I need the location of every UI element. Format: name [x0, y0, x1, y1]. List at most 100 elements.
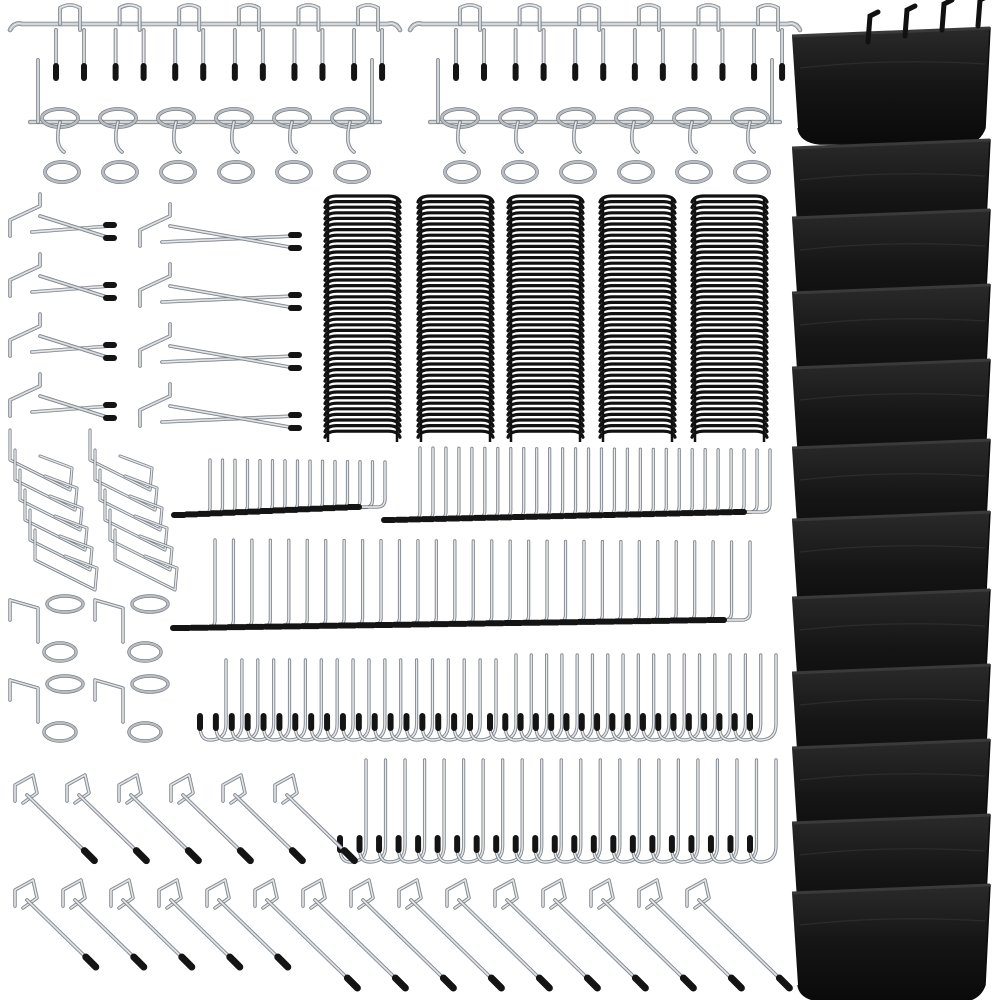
loop-stem	[345, 120, 356, 154]
bin-body	[791, 27, 991, 145]
hook-arm	[30, 344, 112, 354]
j-hook	[717, 653, 748, 742]
bin-highlight	[799, 173, 986, 181]
prong-arm	[25, 793, 93, 859]
l-hook	[201, 538, 236, 630]
prong-clip	[205, 878, 231, 910]
black-clip-stack	[323, 194, 402, 442]
l-hook	[738, 448, 772, 514]
bin-body	[791, 884, 991, 1000]
strip-loop	[577, 3, 602, 32]
prong-arm	[233, 793, 301, 859]
single-prong-hook	[493, 878, 601, 992]
prong-arm	[457, 898, 548, 986]
l-hook	[626, 540, 660, 623]
bin-rim	[791, 813, 991, 825]
l-hook	[178, 458, 212, 517]
prong-clip	[157, 878, 183, 910]
ring-stem	[93, 678, 125, 724]
hook-body	[138, 202, 172, 248]
prong-clip	[109, 878, 135, 910]
rubber-tip	[226, 953, 244, 971]
strip-loop	[177, 3, 202, 32]
bin-highlight	[799, 773, 986, 781]
j-hook	[564, 653, 595, 742]
prong-clip	[685, 878, 711, 910]
j-hook	[748, 653, 778, 742]
ring-loop	[40, 107, 81, 184]
prong-arm	[361, 898, 452, 986]
hook-strip	[7, 3, 403, 81]
j-hook	[373, 658, 403, 742]
ring-loop	[98, 107, 139, 184]
zigzag-hook	[28, 508, 94, 572]
j-hook	[549, 653, 579, 742]
loop-stem	[687, 120, 698, 154]
rubber-tip	[184, 847, 202, 865]
bin-highlight	[799, 318, 986, 326]
zigzag-hook-stack	[8, 428, 99, 592]
zigzag-hook	[33, 528, 99, 592]
j-hook	[293, 658, 323, 742]
ring-hook	[93, 674, 170, 743]
hook-arm	[30, 284, 112, 294]
prong-clip	[169, 773, 195, 805]
rubber-tip	[236, 847, 254, 865]
rubber-tip	[679, 974, 697, 992]
ring-loop	[272, 107, 313, 184]
l-hook	[349, 539, 383, 628]
strip-loop	[117, 3, 142, 32]
ring-loop	[214, 107, 255, 184]
single-prong-hook	[589, 878, 697, 992]
j-hook	[518, 653, 549, 742]
prong-clip	[493, 878, 519, 910]
single-prong-hook	[541, 878, 649, 992]
ring-loop	[614, 107, 655, 184]
rubber-tip	[439, 974, 457, 992]
strip-loop	[58, 3, 82, 32]
hook-body	[138, 262, 172, 308]
j-hook	[670, 758, 700, 864]
prong-arm	[25, 898, 94, 965]
single-prong-hook	[349, 878, 457, 992]
l-hook	[353, 460, 387, 509]
l-hook-row	[381, 446, 772, 523]
j-hook	[377, 758, 407, 864]
j-hook	[357, 758, 388, 864]
j-hook	[341, 658, 371, 742]
strip-loop	[756, 3, 780, 32]
j-hook	[325, 658, 355, 742]
bin-rim	[791, 883, 991, 895]
l-hook	[257, 538, 291, 629]
prong-clip	[65, 773, 91, 805]
bin-rim	[791, 438, 991, 450]
l-hook-row	[170, 538, 752, 631]
strip-bar	[7, 21, 403, 33]
j-hook	[261, 658, 292, 742]
prong-clip	[445, 878, 471, 910]
bin-rim	[791, 588, 991, 600]
zigzag-hook	[93, 448, 159, 512]
ring-loop	[440, 107, 481, 184]
strip-loop	[458, 3, 482, 32]
single-prong-hook	[169, 773, 254, 865]
j-hook	[452, 658, 482, 742]
rubber-tip	[82, 953, 100, 971]
bin-highlight	[799, 61, 986, 69]
l-hook	[497, 539, 531, 625]
hook-arm	[160, 234, 297, 244]
loop-strip	[427, 58, 783, 184]
j-hook	[592, 758, 622, 864]
l-hook	[275, 538, 309, 629]
prong-clip	[397, 878, 423, 910]
l-hook	[404, 539, 438, 627]
loop-stem	[455, 120, 466, 154]
prong-arm	[129, 793, 197, 859]
double-prong-hook	[138, 322, 302, 371]
zigzag-hook	[13, 448, 79, 512]
black-clip-group	[323, 194, 769, 442]
j-hook	[572, 758, 602, 864]
ring-loop	[498, 107, 539, 184]
j-hook	[420, 658, 450, 742]
metal-hook-group	[8, 192, 793, 992]
